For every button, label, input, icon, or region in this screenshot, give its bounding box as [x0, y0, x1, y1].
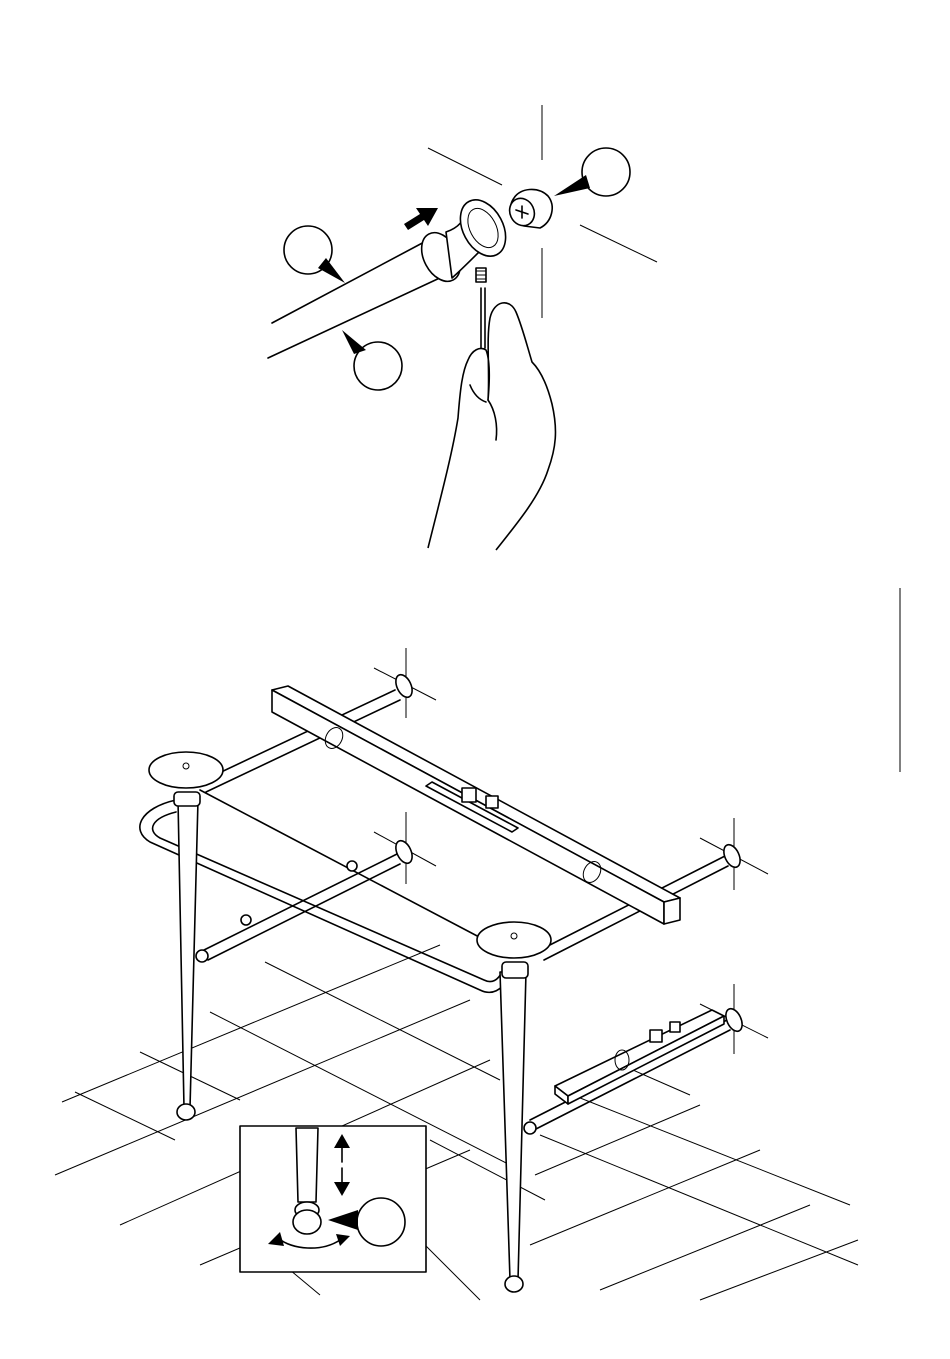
callout-rod — [284, 226, 345, 283]
spirit-level — [272, 686, 680, 924]
floor-grid — [55, 945, 858, 1300]
push-arrow-icon — [404, 208, 438, 230]
end-cap — [414, 192, 515, 288]
callout-rod-lower — [342, 330, 402, 390]
connector — [505, 189, 552, 229]
callout-pointer-icon — [554, 175, 590, 196]
table-leg-left — [149, 752, 223, 1120]
step-2-diagram — [55, 648, 858, 1300]
step-1-diagram — [268, 105, 657, 550]
leveling-tool — [555, 1010, 724, 1104]
hand — [428, 303, 555, 550]
set-screw — [476, 268, 486, 282]
callout-connector — [554, 148, 630, 196]
leveling-foot-inset — [240, 1126, 426, 1272]
table-leg-right — [477, 922, 551, 1292]
callout-pointer-icon — [342, 330, 366, 354]
